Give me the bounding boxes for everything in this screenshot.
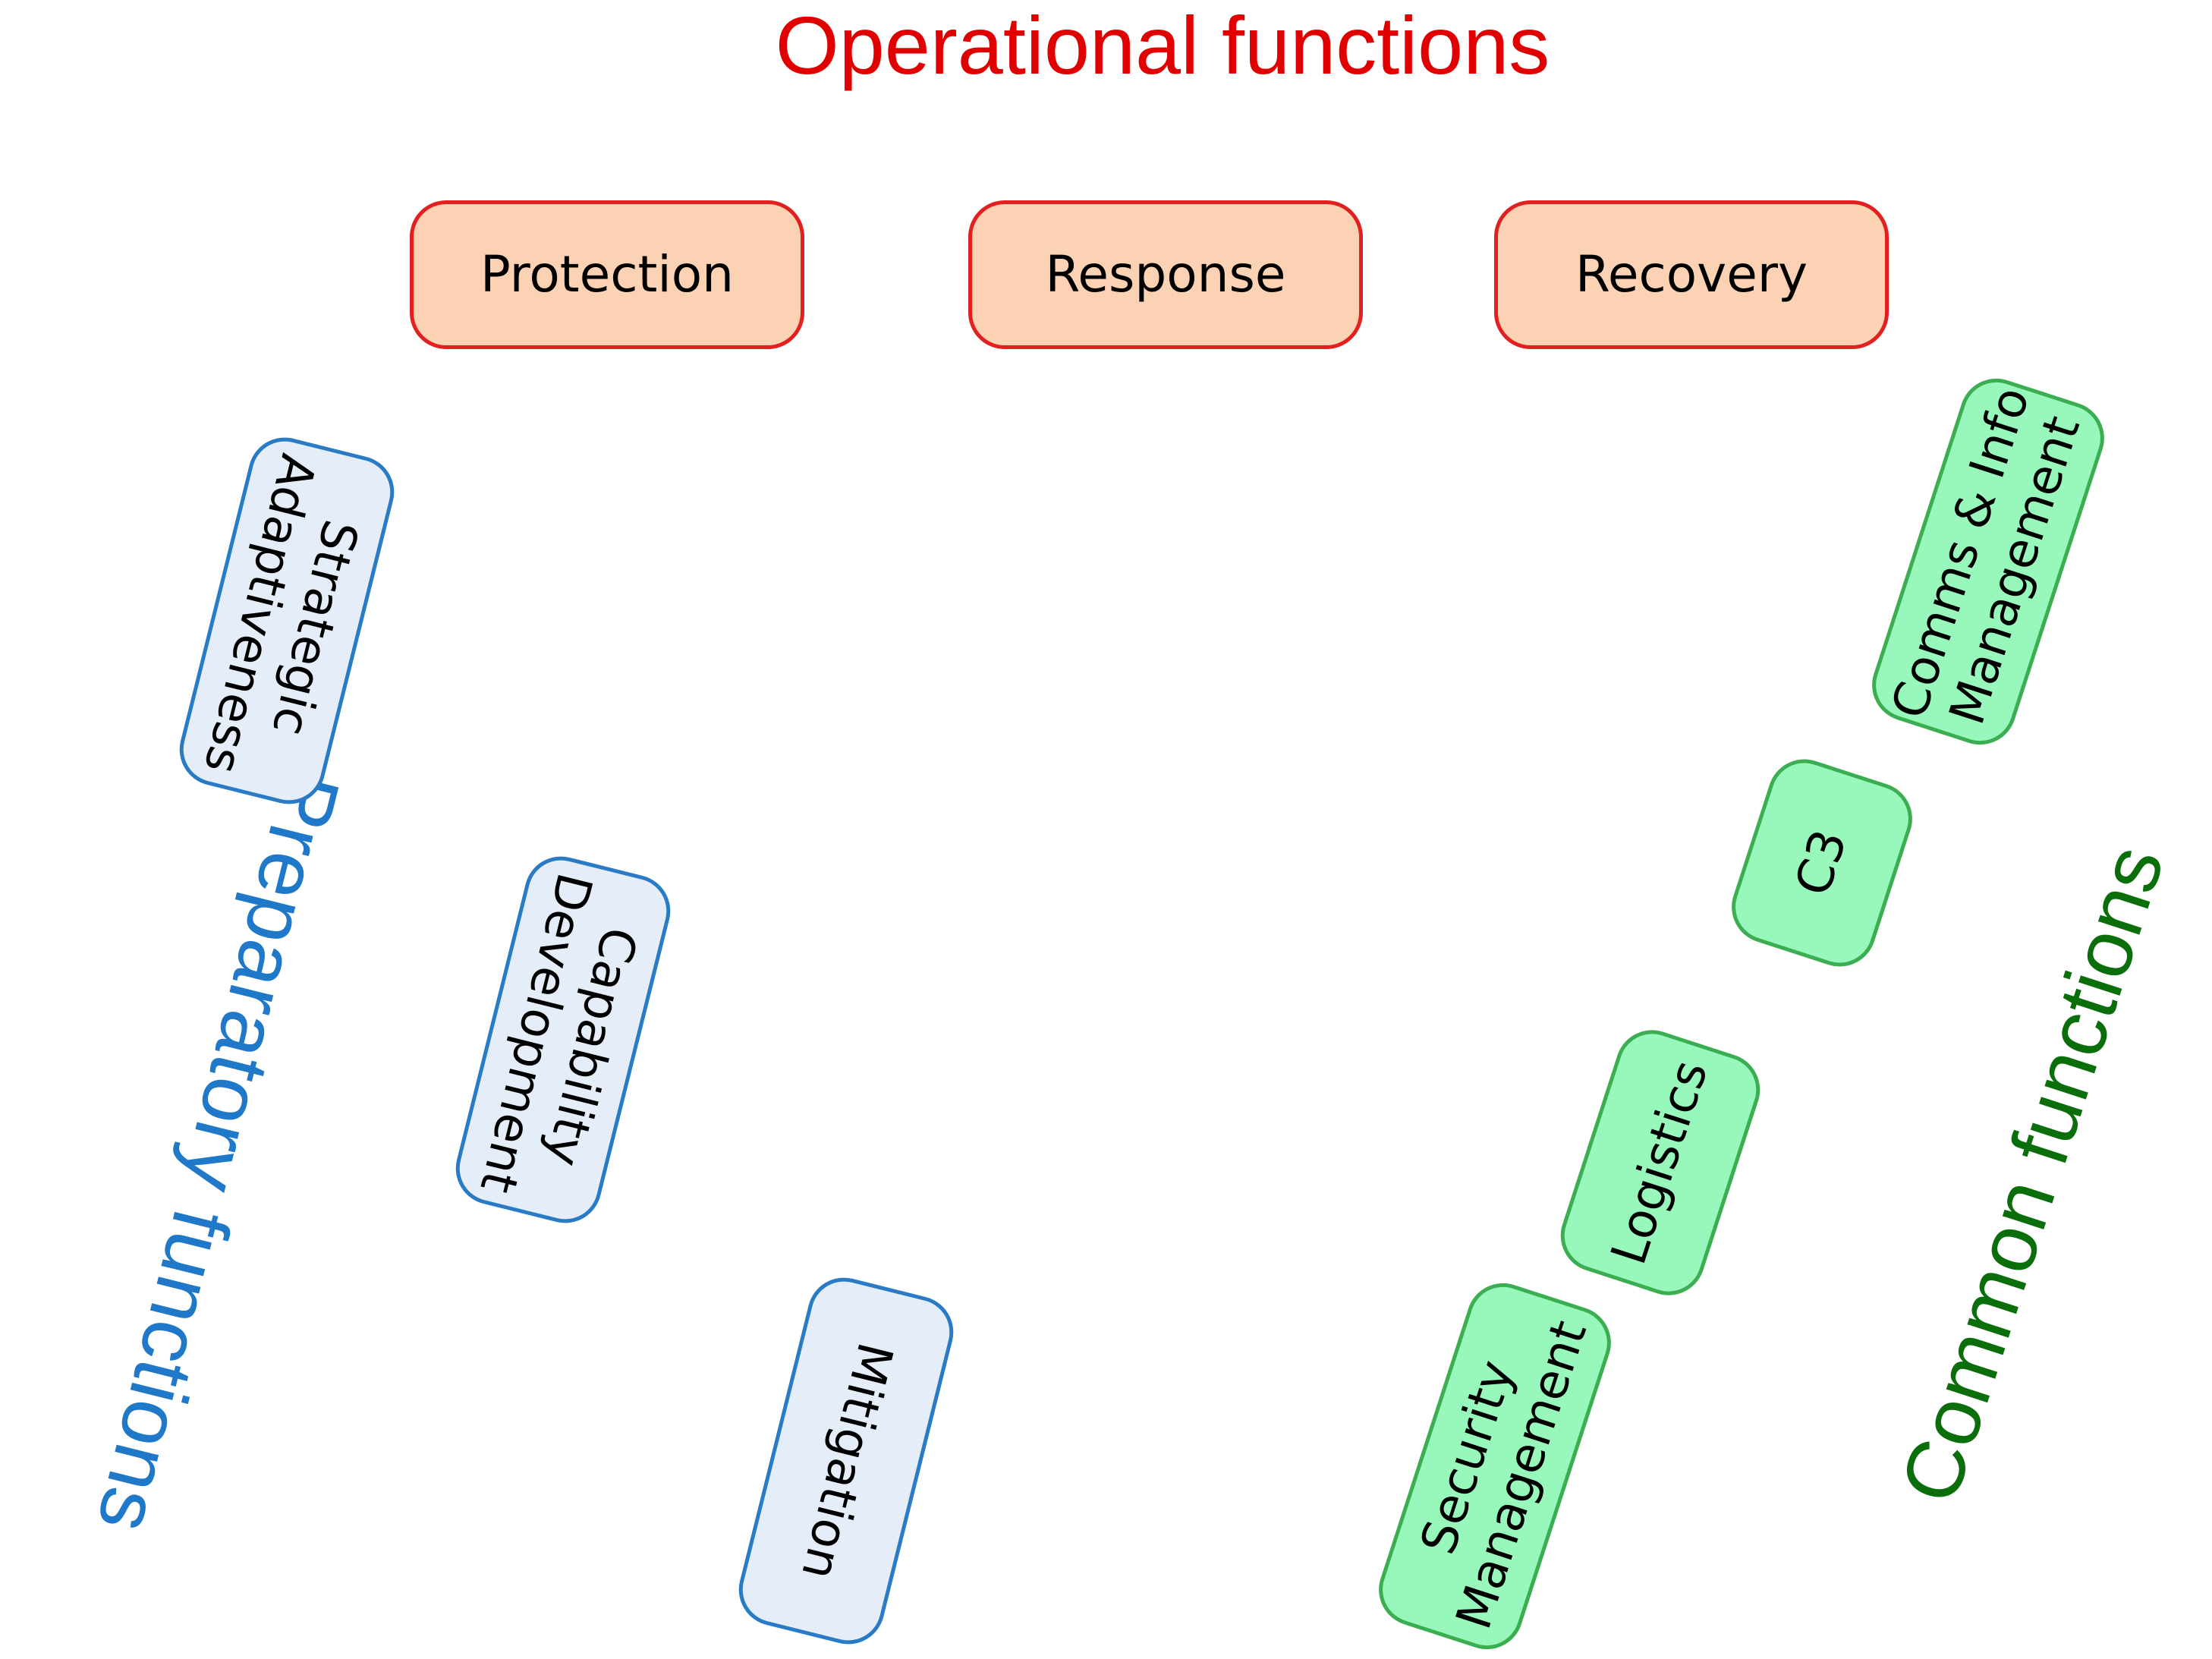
strategic-adaptiveness-label: Strategic Adaptiveness bbox=[193, 449, 369, 779]
recovery-box: Recovery bbox=[1494, 200, 1889, 349]
security-management-box: Security Management bbox=[1369, 1273, 1621, 1659]
mitigation-label: Mitigation bbox=[789, 1336, 903, 1585]
strategic-adaptiveness-box: Strategic Adaptiveness bbox=[171, 430, 402, 812]
response-box: Response bbox=[968, 200, 1363, 349]
comms-info-management-box: Comms & Info Management bbox=[1862, 369, 2114, 754]
c3-label: C3 bbox=[1785, 823, 1859, 903]
logistics-box: Logistics bbox=[1551, 1020, 1770, 1305]
protection-box: Protection bbox=[410, 200, 804, 349]
security-management-label: Security Management bbox=[1410, 1314, 1598, 1636]
capability-development-label: Capability Development bbox=[469, 867, 647, 1199]
response-label: Response bbox=[1045, 244, 1286, 304]
protection-label: Protection bbox=[480, 244, 734, 304]
preparatory-functions-heading: Preparatory functions bbox=[80, 763, 358, 1541]
mitigation-box: Mitigation bbox=[731, 1270, 961, 1652]
comms-info-management-label: Comms & Info Management bbox=[1881, 380, 2091, 732]
operational-functions-heading: Operational functions bbox=[775, 0, 1550, 91]
logistics-label: Logistics bbox=[1600, 1053, 1720, 1272]
c3-box: C3 bbox=[1722, 749, 1922, 977]
recovery-label: Recovery bbox=[1575, 244, 1808, 304]
common-functions-heading: Common functions bbox=[1882, 834, 2182, 1513]
capability-development-box: Capability Development bbox=[448, 848, 678, 1231]
